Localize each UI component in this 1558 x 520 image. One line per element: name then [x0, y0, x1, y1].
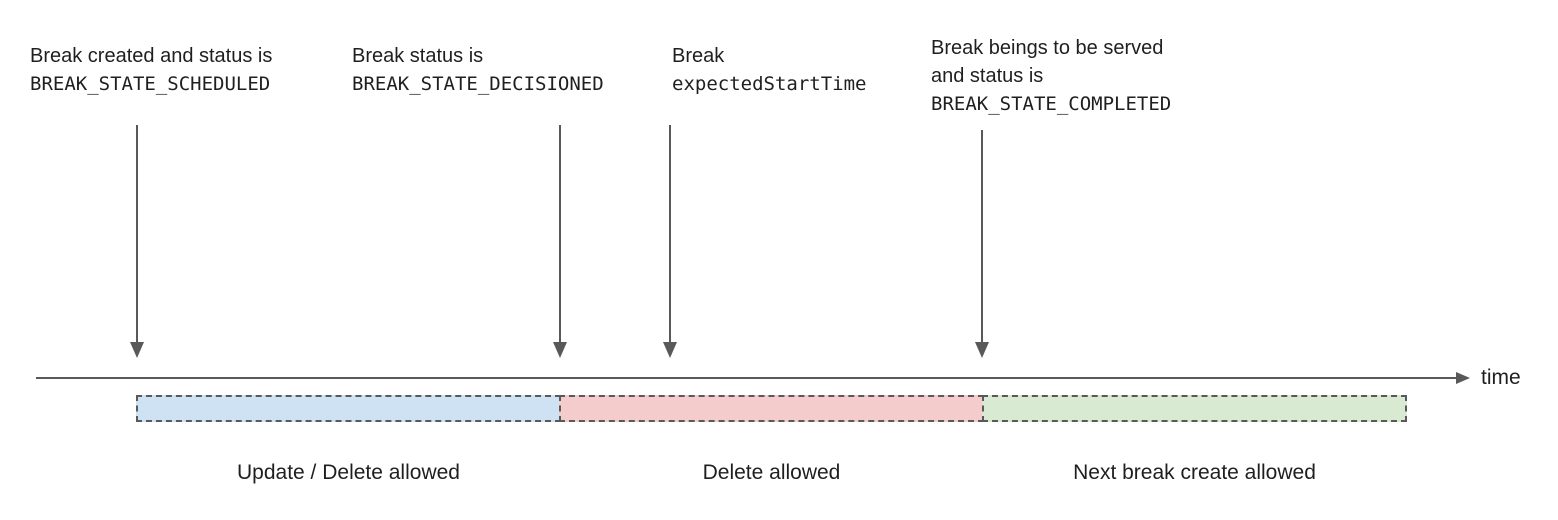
annotation-break-decisioned: Break status is BREAK_STATE_DECISIONED [352, 42, 604, 98]
annotation-code-text: BREAK_STATE_DECISIONED [352, 73, 604, 95]
annotation-break-scheduled: Break created and status is BREAK_STATE_… [30, 42, 272, 98]
arrow-head [130, 342, 144, 358]
annotation-code-text: expectedStartTime [672, 73, 867, 95]
segment-update-delete-allowed [136, 395, 561, 422]
segment-delete-allowed [559, 395, 984, 422]
annotation-expected-start-time: Break expectedStartTime [672, 42, 866, 98]
time-axis-label: time [1481, 366, 1521, 389]
right-arrow-icon [1456, 372, 1470, 384]
annotation-text: Break [672, 45, 725, 67]
segment-label: Update / Delete allowed [237, 461, 460, 484]
annotation-code-text: BREAK_STATE_SCHEDULED [30, 73, 271, 95]
arrow-head [975, 342, 989, 358]
annotation-text: Break created and status is [30, 45, 273, 67]
arrow-head [553, 342, 567, 358]
arrow-head [663, 342, 677, 358]
segment-label: Delete allowed [702, 461, 841, 484]
annotation-text: Break beings to be served and status is [931, 37, 1164, 87]
annotation-code-text: BREAK_STATE_COMPLETED [931, 93, 1172, 115]
arrow-shaft [559, 125, 561, 342]
segment-next-break-create-allowed [982, 395, 1407, 422]
arrow-shaft [136, 125, 138, 342]
arrow-shaft [981, 130, 983, 342]
segment-label: Next break create allowed [1073, 461, 1316, 484]
annotation-text: Break status is [352, 45, 484, 67]
annotation-break-completed: Break beings to be served and status is … [931, 34, 1171, 118]
time-axis-line [36, 377, 1457, 379]
arrow-shaft [669, 125, 671, 342]
